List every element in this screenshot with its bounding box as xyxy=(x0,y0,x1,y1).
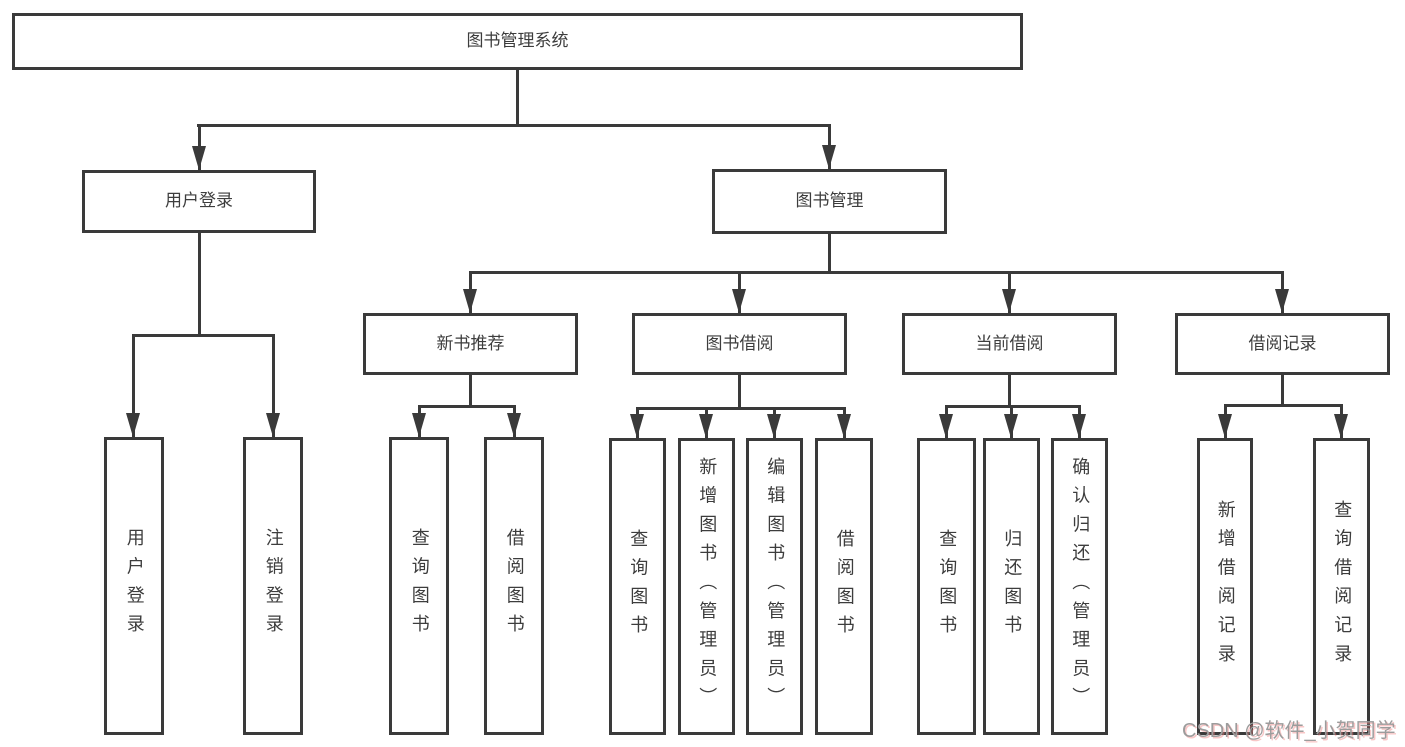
connector-line-horizontal xyxy=(197,124,831,127)
arrowhead-down xyxy=(126,413,140,437)
leaf-nb-query-books: 查询图书 xyxy=(389,437,449,735)
leaf-cb-return-books: 归还图书 xyxy=(983,438,1040,735)
arrowhead-down xyxy=(630,414,644,438)
leaf-cb-query-books: 查询图书 xyxy=(917,438,976,735)
leaf-br-query-record: 查询借阅记录 xyxy=(1313,438,1370,735)
node-book-management: 图书管理 xyxy=(712,169,947,234)
arrowhead-down xyxy=(1002,289,1016,313)
connector-line-horizontal xyxy=(418,405,515,408)
connector-line-horizontal xyxy=(945,405,1080,408)
arrowhead-down xyxy=(822,145,836,169)
arrowhead-down xyxy=(266,413,280,437)
connector-line-horizontal xyxy=(132,334,274,337)
arrowhead-down xyxy=(837,414,851,438)
leaf-user-login: 用户登录 xyxy=(104,437,164,735)
arrowhead-down xyxy=(1004,414,1018,438)
connector-line-vertical xyxy=(516,69,519,126)
connector-line-horizontal xyxy=(636,407,844,410)
node-book-borrow: 图书借阅 xyxy=(632,313,847,375)
arrowhead-down xyxy=(699,414,713,438)
node-borrow-records: 借阅记录 xyxy=(1175,313,1390,375)
arrowhead-down xyxy=(939,414,953,438)
arrowhead-down xyxy=(412,413,426,437)
arrowhead-down xyxy=(1334,414,1348,438)
arrowhead-down xyxy=(1275,289,1289,313)
node-library-system: 图书管理系统 xyxy=(12,13,1023,70)
leaf-cb-confirm-return-admin: 确认归还（管理员） xyxy=(1051,438,1108,735)
connector-line-vertical xyxy=(272,334,275,437)
leaf-br-add-record: 新增借阅记录 xyxy=(1197,438,1253,735)
arrowhead-down xyxy=(1218,414,1232,438)
connector-line-vertical xyxy=(198,233,201,336)
arrowhead-down xyxy=(463,289,477,313)
node-new-book-recommend: 新书推荐 xyxy=(363,313,578,375)
connector-line-horizontal xyxy=(1224,404,1342,407)
leaf-bb-borrow-books: 借阅图书 xyxy=(815,438,873,735)
connector-line-horizontal xyxy=(469,271,1282,274)
arrowhead-down xyxy=(1072,414,1086,438)
leaf-logout: 注销登录 xyxy=(243,437,303,735)
connector-line-vertical xyxy=(469,375,472,407)
csdn-watermark: CSDN @软件_小贺同学 xyxy=(1182,720,1396,742)
connector-line-vertical xyxy=(132,334,135,437)
connector-line-vertical xyxy=(828,234,831,273)
arrowhead-down xyxy=(767,414,781,438)
connector-line-vertical xyxy=(1008,375,1011,407)
leaf-bb-add-books-admin: 新增图书（管理员） xyxy=(678,438,735,735)
connector-line-vertical xyxy=(738,375,741,409)
leaf-bb-edit-books-admin: 编辑图书（管理员） xyxy=(746,438,803,735)
leaf-nb-borrow-books: 借阅图书 xyxy=(484,437,544,735)
arrowhead-down xyxy=(192,146,206,170)
node-current-borrow: 当前借阅 xyxy=(902,313,1117,375)
arrowhead-down xyxy=(507,413,521,437)
connector-line-vertical xyxy=(1281,375,1284,406)
arrowhead-down xyxy=(732,289,746,313)
node-user-login: 用户登录 xyxy=(82,170,316,233)
leaf-bb-query-books: 查询图书 xyxy=(609,438,666,735)
